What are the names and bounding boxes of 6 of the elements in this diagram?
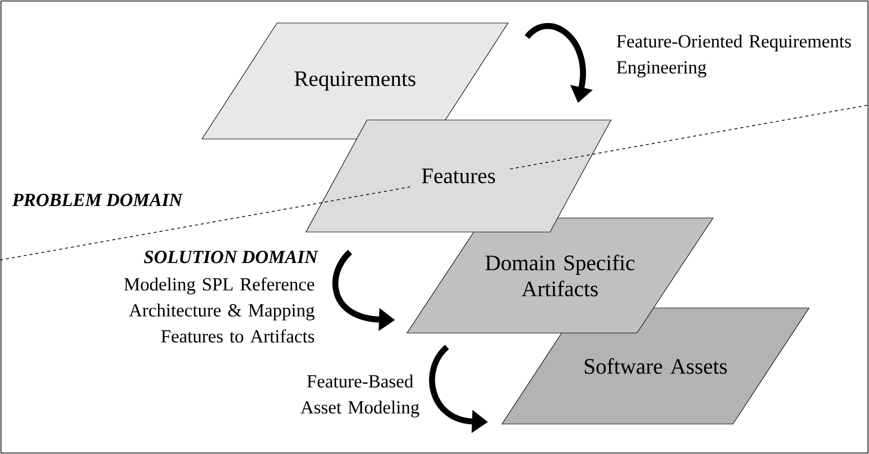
domain-label: PROBLEM DOMAIN xyxy=(12,194,183,206)
edge-label: Feature-Based Asset Modeling xyxy=(300,374,420,418)
domain-label: SOLUTION DOMAIN xyxy=(144,250,318,264)
edge-label: Modeling SPL Reference Architecture & Mapping Features to Artifacts xyxy=(124,277,314,343)
layer-parallelogram: Features xyxy=(306,120,612,232)
edge-label: Feature-Oriented Requirements Engineering xyxy=(616,34,851,78)
